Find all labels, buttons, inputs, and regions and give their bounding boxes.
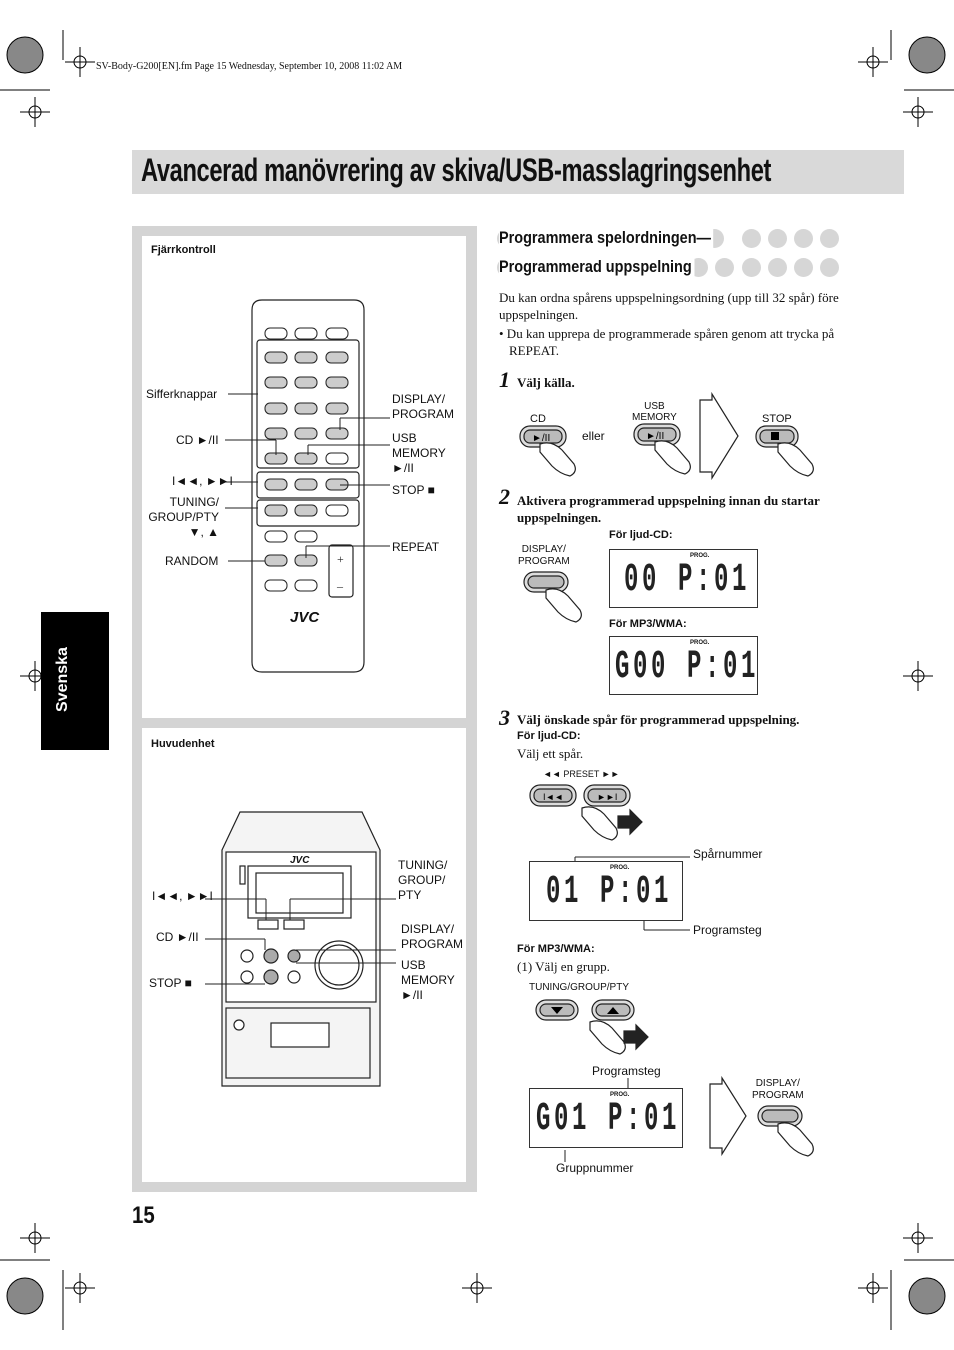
lcd-cd-step3-text: 01 P:01 (546, 870, 673, 915)
label-tuning-remote: TUNING/ GROUP/PTY ▼, ▲ (148, 495, 219, 539)
label-sparnummer: Spårnummer (693, 847, 763, 861)
label-tuning-unit: TUNING/ GROUP/ PTY (398, 858, 448, 902)
label-cd-unit: CD ►/II (156, 930, 199, 944)
page-title: Avancerad manövrering av skiva/USB-massl… (141, 152, 772, 188)
lcd-mp3-step3-text: G01 P:01 (536, 1097, 681, 1142)
section-heading-line2: Programmerad uppspelning (499, 257, 695, 277)
label-usb-unit: USB MEMORY ►/II (401, 958, 455, 1002)
svg-text:+: + (337, 552, 344, 566)
lcd-cd-step3: PROG. 01 P:01 (529, 861, 683, 921)
prog-indicator: PROG. (690, 640, 710, 646)
step-3-number: 3 (499, 705, 510, 730)
step3-tuning-label: TUNING/GROUP/PTY (529, 982, 630, 993)
svg-text:–: – (336, 579, 344, 593)
language-tab (41, 612, 109, 750)
page-number: 15 (132, 1202, 155, 1229)
step2-cd-heading: För ljud-CD: (609, 529, 673, 541)
step-1-number: 1 (499, 367, 510, 392)
svg-text:►►I: ►►I (597, 792, 617, 802)
step2-mp3-heading: För MP3/WMA: (609, 618, 687, 630)
step3-button-label: DISPLAY/ PROGRAM (752, 1078, 804, 1101)
step3-mp3-text: (1) Välj en grupp. (517, 959, 610, 974)
section-intro: Du kan ordna spårens uppspelningsordning… (499, 290, 839, 322)
prog-indicator: PROG. (610, 1092, 630, 1098)
step-1-text: Välj källa. (517, 375, 575, 390)
step3-preset-label: ◄◄ PRESET ►► (543, 769, 620, 779)
main-unit-brand-logo: JVC (290, 855, 310, 866)
label-programsteg-2: Programsteg (592, 1064, 661, 1078)
svg-text:►/II: ►/II (646, 431, 664, 442)
step1-cd-label: CD (530, 413, 546, 425)
step3-cd-heading: För ljud-CD: (517, 730, 581, 742)
lcd-cd-step2-text: 00 P:01 (624, 558, 751, 603)
label-repeat: REPEAT (392, 540, 440, 554)
label-display-remote: DISPLAY/ PROGRAM (392, 392, 455, 421)
lcd-cd-step2: PROG. 00 P:01 (609, 549, 758, 608)
label-random: RANDOM (165, 554, 219, 568)
label-stop-remote: STOP ■ (392, 483, 435, 497)
step-2-text: Aktivera programmerad uppspelning innan … (517, 493, 820, 525)
label-display-unit: DISPLAY/ PROGRAM (401, 922, 464, 951)
remote-heading: Fjärrkontroll (151, 244, 216, 256)
lcd-mp3-step2-text: G00 P:01 (615, 645, 760, 690)
section-heading-line1: Programmera spelordningen— (499, 228, 714, 248)
step-2-number: 2 (499, 484, 510, 509)
label-gruppnummer: Gruppnummer (556, 1161, 634, 1175)
title-bar (132, 150, 904, 194)
step3-cd-text: Välj ett spår. (517, 746, 584, 761)
step1-stop-label: STOP (762, 413, 792, 425)
label-sifferknappar: Sifferknappar (146, 387, 218, 401)
main-unit-heading: Huvudenhet (151, 738, 215, 750)
step2-button-label: DISPLAY/ PROGRAM (518, 544, 570, 567)
prog-indicator: PROG. (610, 865, 630, 871)
label-skip-remote: I◄◄, ►►I (172, 474, 233, 488)
file-header: SV-Body-G200[EN].fm Page 15 Wednesday, S… (96, 61, 403, 72)
label-programsteg: Programsteg (693, 923, 762, 937)
prog-indicator: PROG. (690, 553, 710, 559)
label-stop-unit: STOP ■ (149, 976, 192, 990)
label-cd-remote: CD ►/II (176, 433, 219, 447)
remote-brand-logo: JVC (290, 609, 320, 626)
svg-text:I◄◄: I◄◄ (543, 792, 563, 802)
step-3-text: Välj önskade spår för programmerad uppsp… (517, 712, 800, 727)
step1-eller: eller (582, 429, 605, 443)
label-usb-remote: USB MEMORY ►/II (392, 431, 446, 475)
lcd-mp3-step2: PROG. G00 P:01 (609, 636, 758, 695)
label-skip-unit: I◄◄, ►►I (152, 889, 213, 903)
svg-text:►/II: ►/II (532, 433, 550, 444)
lcd-mp3-step3: PROG. G01 P:01 (529, 1088, 683, 1148)
step3-mp3-heading: För MP3/WMA: (517, 943, 595, 955)
section-bullet: • Du kan upprepa de programmerade spåren… (499, 326, 835, 358)
step1-usb-label: USB MEMORY (632, 401, 677, 423)
